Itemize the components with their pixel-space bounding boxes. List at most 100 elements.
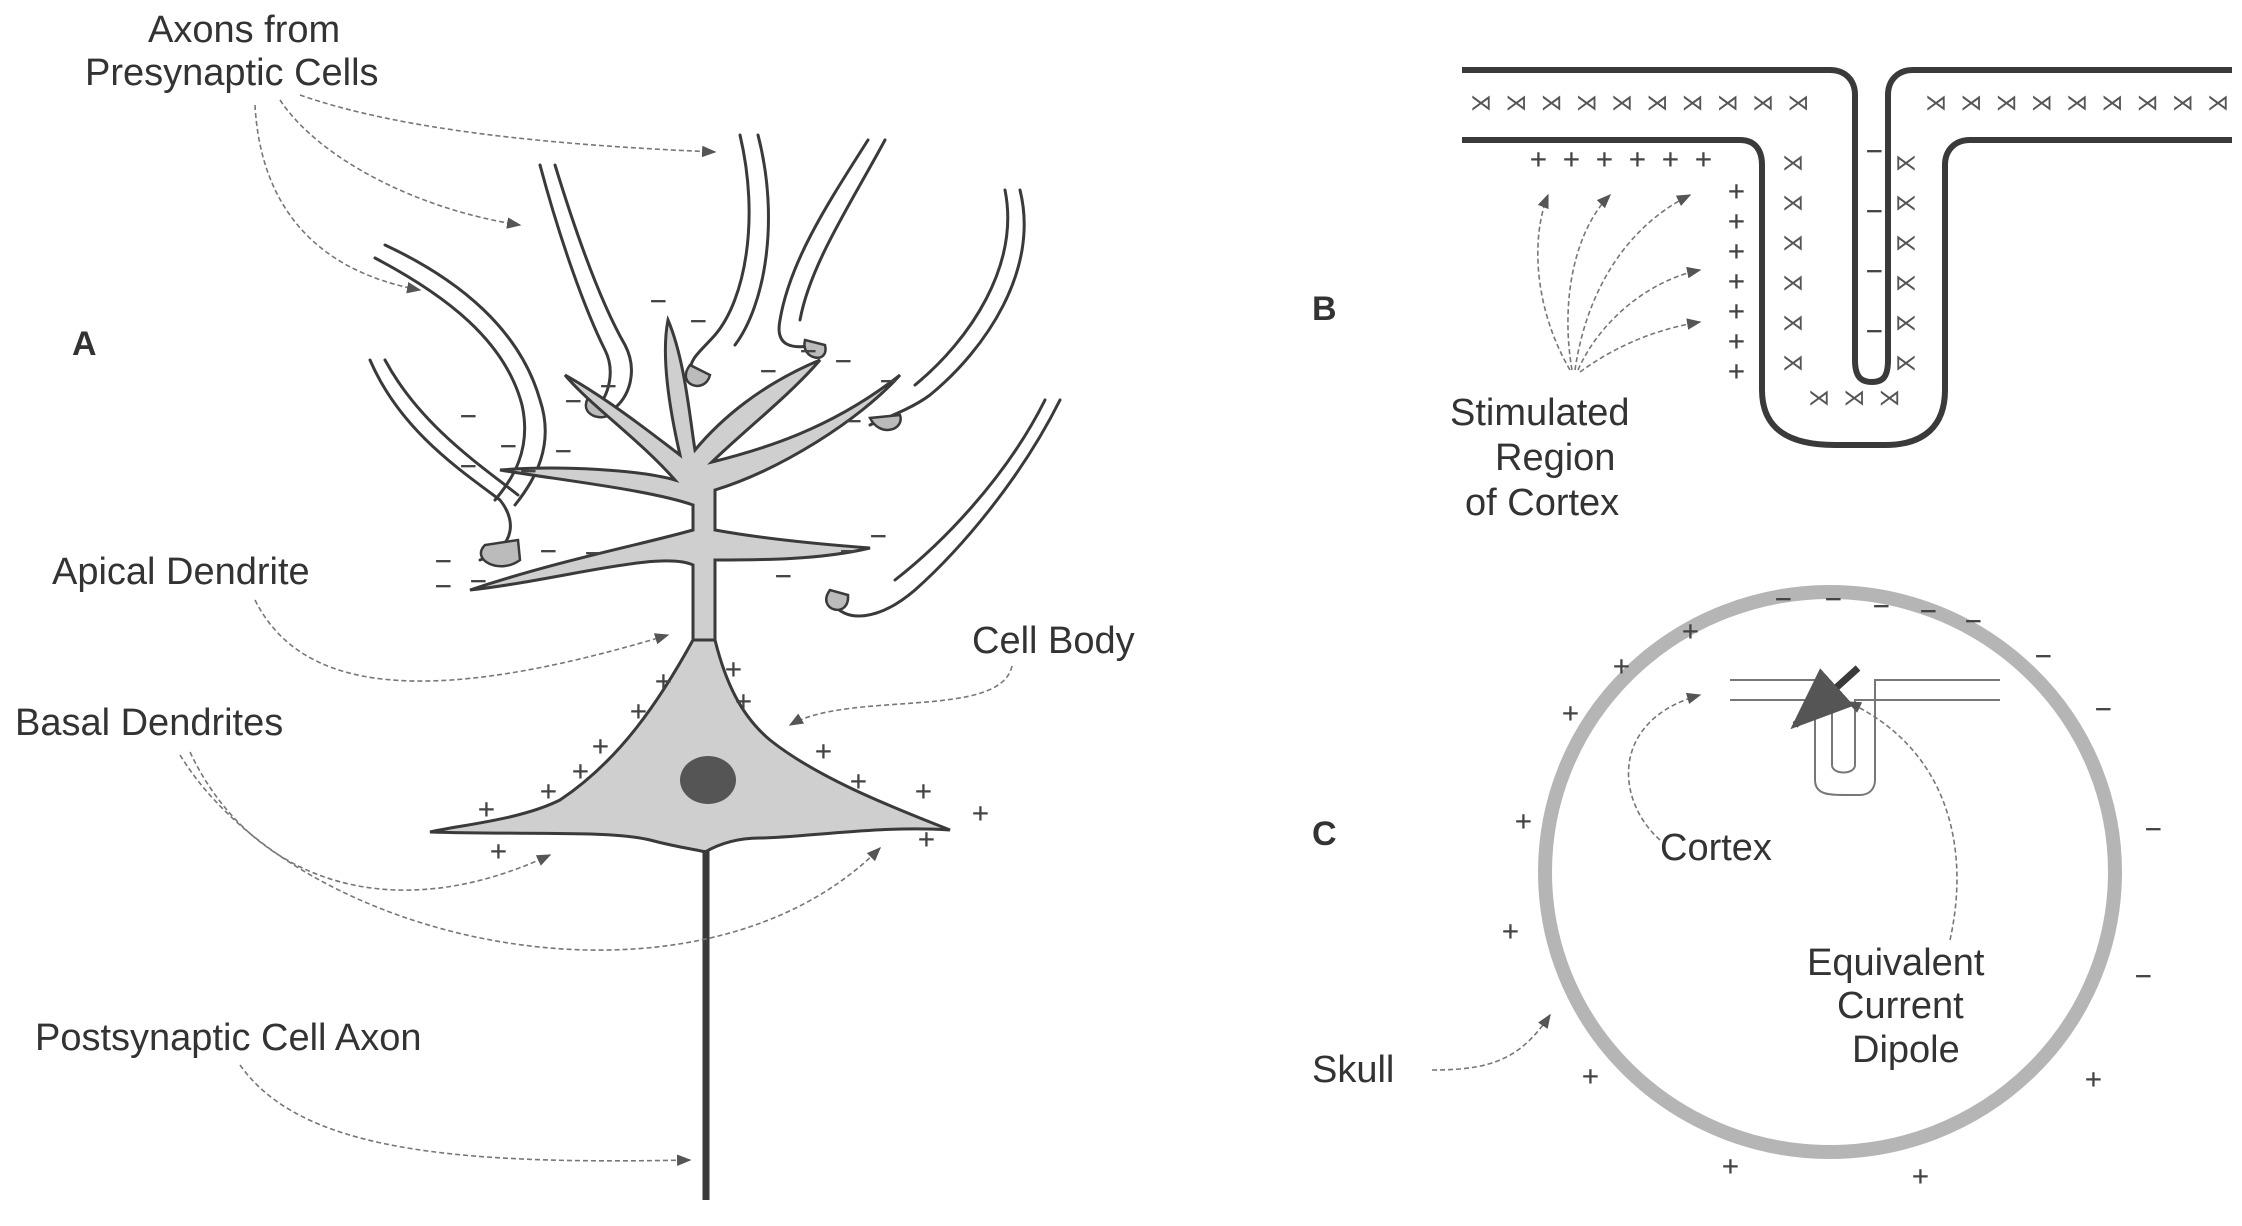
svg-text:⋊: ⋊: [1782, 151, 1804, 176]
panel-a-signs: − − − − − − − − − − − − − − − − − − − − …: [435, 284, 989, 867]
svg-text:−: −: [2035, 639, 2052, 672]
svg-text:⋊ ⋊ ⋊: ⋊ ⋊ ⋊: [1808, 386, 1901, 411]
svg-text:+: +: [540, 774, 557, 807]
svg-text:−: −: [2135, 959, 2152, 992]
cortical-neurons: ⋊ ⋊ ⋊ ⋊ ⋊ ⋊ ⋊ ⋊ ⋊ ⋊ ⋊ ⋊ ⋊ ⋊ ⋊ ⋊ ⋊ ⋊ ⋊ ⋊ ⋊…: [1470, 91, 2229, 411]
panel-a: A: [15, 9, 1135, 1200]
svg-text:+: +: [1728, 204, 1745, 237]
panel-c-leaders: [1431, 692, 1958, 1071]
svg-text:+: +: [2085, 1062, 2102, 1095]
cortex-fold-inner: [1462, 67, 2232, 386]
svg-text:⋊ ⋊ ⋊ ⋊ ⋊ ⋊ ⋊ ⋊ ⋊ ⋊: ⋊ ⋊ ⋊ ⋊ ⋊ ⋊ ⋊ ⋊ ⋊ ⋊: [1470, 91, 1809, 116]
svg-text:+: +: [1582, 1059, 1599, 1092]
svg-text:−: −: [1866, 254, 1883, 287]
svg-text:+: +: [572, 754, 589, 787]
label-apical-dendrite: Apical Dendrite: [52, 551, 310, 593]
svg-text:−: −: [435, 569, 452, 602]
label-stimulated-line1: Stimulated: [1450, 392, 1630, 434]
cortex-mini: [1730, 679, 2000, 796]
svg-text:+: +: [918, 822, 935, 855]
svg-text:−: −: [1866, 314, 1883, 347]
svg-text:+: +: [1596, 142, 1613, 175]
svg-text:−: −: [540, 534, 557, 567]
svg-text:−: −: [520, 454, 537, 487]
svg-text:+: +: [1728, 294, 1745, 327]
svg-text:+: +: [1728, 354, 1745, 387]
svg-text:−: −: [1825, 582, 1842, 615]
svg-text:⋉: ⋉: [1895, 191, 1917, 216]
svg-text:−: −: [800, 334, 817, 367]
svg-text:+: +: [490, 834, 507, 867]
skull: [1538, 585, 2122, 1159]
svg-text:+: +: [1912, 1159, 1929, 1192]
svg-text:+: +: [655, 664, 672, 697]
svg-text:−: −: [760, 354, 777, 387]
presynaptic-axons: [368, 133, 1062, 618]
svg-text:+: +: [1728, 324, 1745, 357]
svg-text:+: +: [592, 729, 609, 762]
svg-text:−: −: [600, 369, 617, 402]
svg-text:+: +: [850, 764, 867, 797]
svg-text:+: +: [1695, 142, 1712, 175]
svg-text:−: −: [840, 534, 857, 567]
panel-a-leaders: [179, 94, 1013, 1167]
svg-text:−: −: [1873, 589, 1890, 622]
svg-text:⋉: ⋉: [1895, 151, 1917, 176]
svg-text:−: −: [460, 399, 477, 432]
svg-text:⋊: ⋊: [1782, 271, 1804, 296]
panel-b-signs: + + + + + + + + + + + + + − − − −: [1530, 134, 1883, 387]
svg-text:−: −: [775, 559, 792, 592]
svg-text:+: +: [915, 774, 932, 807]
svg-text:−: −: [1866, 194, 1883, 227]
svg-text:+: +: [725, 652, 742, 685]
svg-text:+: +: [1515, 804, 1532, 837]
svg-text:+: +: [1613, 649, 1630, 682]
label-dipole-line2: Current: [1837, 985, 1964, 1027]
panel-b-label: B: [1312, 290, 1337, 328]
svg-text:+: +: [1562, 696, 1579, 729]
panel-c-label: C: [1312, 815, 1337, 853]
panel-b-leaders: [1537, 193, 1702, 373]
svg-text:+: +: [1629, 142, 1646, 175]
svg-text:⋊: ⋊: [1782, 311, 1804, 336]
svg-text:⋊: ⋊: [1782, 231, 1804, 256]
label-stimulated-line2: Region: [1495, 437, 1615, 479]
svg-text:+: +: [735, 684, 752, 717]
svg-text:⋉: ⋉: [1895, 351, 1917, 376]
neuron-soma: [429, 638, 951, 854]
svg-text:−: −: [1775, 582, 1792, 615]
svg-text:+: +: [1563, 142, 1580, 175]
svg-text:−: −: [2145, 812, 2162, 845]
label-axons-line2: Presynaptic Cells: [85, 52, 379, 94]
svg-text:−: −: [2095, 692, 2112, 725]
svg-text:−: −: [690, 304, 707, 337]
svg-text:⋊: ⋊: [1782, 191, 1804, 216]
svg-text:−: −: [500, 429, 517, 462]
svg-text:⋊ ⋊ ⋊ ⋊ ⋊ ⋊ ⋊ ⋊ ⋊: ⋊ ⋊ ⋊ ⋊ ⋊ ⋊ ⋊ ⋊ ⋊: [1925, 91, 2229, 116]
panel-b: B ⋊ ⋊ ⋊ ⋊ ⋊ ⋊ ⋊ ⋊ ⋊ ⋊ ⋊ ⋊ ⋊ ⋊ ⋊ ⋊ ⋊ ⋊ ⋊ …: [1312, 67, 2232, 524]
neuron-dendrites: [469, 314, 902, 642]
svg-text:+: +: [1682, 614, 1699, 647]
label-dipole-line1: Equivalent: [1807, 942, 1985, 984]
svg-text:⋉: ⋉: [1895, 271, 1917, 296]
svg-text:+: +: [630, 694, 647, 727]
label-dipole-line3: Dipole: [1852, 1029, 1960, 1071]
panel-a-label: A: [72, 325, 97, 363]
svg-text:−: −: [565, 384, 582, 417]
panel-c-signs: + + + + + + + + + − − − − − − − − −: [1502, 582, 2162, 1192]
svg-text:+: +: [1728, 264, 1745, 297]
svg-text:+: +: [1530, 142, 1547, 175]
svg-text:+: +: [1722, 1149, 1739, 1182]
svg-text:+: +: [1728, 234, 1745, 267]
svg-text:+: +: [1502, 914, 1519, 947]
svg-text:⋉: ⋉: [1895, 231, 1917, 256]
svg-text:−: −: [1866, 134, 1883, 167]
svg-text:+: +: [478, 792, 495, 825]
neuron-nucleus: [680, 756, 736, 804]
svg-text:⋉: ⋉: [1895, 311, 1917, 336]
svg-text:+: +: [1662, 142, 1679, 175]
label-basal-dendrites: Basal Dendrites: [15, 702, 283, 744]
label-axons-line1: Axons from: [148, 9, 340, 51]
svg-text:−: −: [880, 364, 897, 397]
dipole-arrow: [1790, 665, 1861, 730]
